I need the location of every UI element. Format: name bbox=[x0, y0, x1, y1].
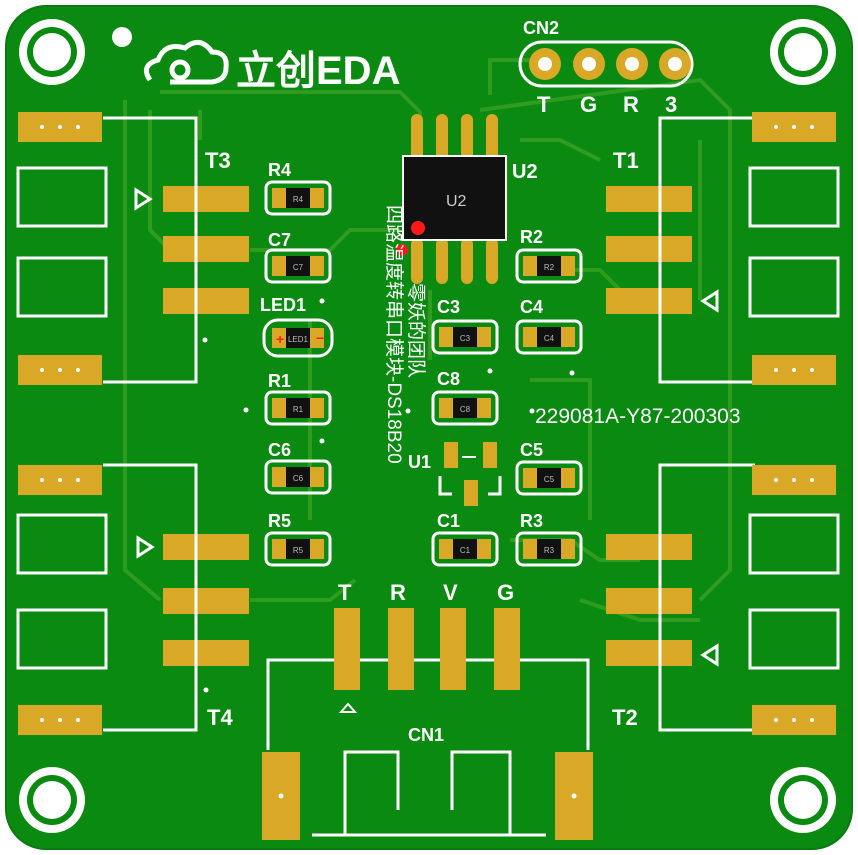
left-terminals bbox=[16, 116, 198, 732]
c6-body: C6 bbox=[293, 474, 304, 483]
c5-body: C5 bbox=[544, 475, 555, 484]
cn1-connector: T R V G CN1 bbox=[262, 580, 593, 840]
board-outline bbox=[5, 5, 853, 850]
r2-body: R2 bbox=[544, 263, 555, 272]
r5-label: R5 bbox=[268, 511, 291, 531]
r5-body: R5 bbox=[293, 546, 304, 555]
capacitor-c8: C8 C8 bbox=[431, 369, 499, 426]
r3-body: R3 bbox=[544, 546, 555, 555]
u1-chip: U1 bbox=[408, 442, 502, 506]
u1-label: U1 bbox=[408, 452, 431, 472]
resistor-r1: R1 R1 bbox=[264, 371, 332, 426]
t1-label: T1 bbox=[613, 148, 639, 173]
passives: R4 R4 C7 C7 LED1 LED1 + − R1 bbox=[260, 160, 583, 567]
c3-label: C3 bbox=[437, 297, 460, 317]
c1-body: C1 bbox=[460, 546, 471, 555]
cn2-pin-label: T bbox=[537, 92, 551, 117]
c7-body: C7 bbox=[293, 263, 304, 272]
cn1-pin-label: R bbox=[390, 580, 406, 605]
cn1-pin-label: V bbox=[443, 580, 458, 605]
t2-label: T2 bbox=[612, 705, 638, 730]
t3-label: T3 bbox=[205, 148, 231, 173]
r4-body: R4 bbox=[293, 195, 304, 204]
c8-label: C8 bbox=[437, 369, 460, 389]
cn1-pin-label: G bbox=[497, 580, 514, 605]
vias bbox=[243, 298, 575, 444]
mounting-holes bbox=[19, 19, 836, 833]
cn2-pin-label: 3 bbox=[665, 92, 677, 117]
led1-label: LED1 bbox=[260, 295, 306, 315]
capacitor-c1: C1 C1 bbox=[431, 511, 499, 567]
logo-text: 立创EDA bbox=[236, 49, 400, 93]
c4-body: C4 bbox=[544, 334, 555, 343]
transistor-t3: T3 bbox=[134, 148, 249, 343]
title-line1: 四路温度转串口模块-DS18B20 bbox=[383, 205, 405, 464]
capacitor-c7: C7 C7 bbox=[264, 230, 332, 284]
resistor-r5: R5 R5 bbox=[264, 511, 332, 567]
c1-label: C1 bbox=[437, 511, 460, 531]
r1-body: R1 bbox=[293, 405, 304, 414]
board-title: 四路温度转串口模块-DS18B20 零妖的团队 bbox=[383, 205, 427, 464]
chip-marking: U2 bbox=[446, 193, 467, 210]
cn1-pin-label: T bbox=[338, 580, 352, 605]
cn2-label: CN2 bbox=[523, 18, 559, 38]
r3-label: R3 bbox=[520, 511, 543, 531]
c3-body: C3 bbox=[460, 334, 471, 343]
c8-body: C8 bbox=[460, 405, 471, 414]
cn2-pins bbox=[529, 48, 691, 80]
transistor-t1: T1 bbox=[606, 148, 719, 314]
minus-marker: − bbox=[316, 330, 324, 346]
capacitor-c3: C3 C3 bbox=[431, 297, 499, 355]
r2-label: R2 bbox=[520, 227, 543, 247]
cloud-icon bbox=[143, 39, 229, 85]
title-line2: 零妖的团队 bbox=[405, 283, 427, 378]
r4-label: R4 bbox=[268, 160, 291, 180]
resistor-r2: R2 R2 bbox=[515, 227, 583, 284]
logo: 立创EDA bbox=[143, 39, 400, 93]
r1-label: R1 bbox=[268, 371, 291, 391]
transistor-t4: T4 bbox=[136, 534, 249, 730]
c6-label: C6 bbox=[268, 440, 291, 460]
cn2-pin-label: G bbox=[580, 92, 597, 117]
fiducial-dot bbox=[112, 27, 132, 47]
capacitor-c6: C6 C6 bbox=[264, 440, 332, 495]
u2-chip: U2 U2 bbox=[396, 114, 538, 284]
pin1-marker bbox=[411, 221, 425, 235]
transistor-t2: T2 bbox=[606, 534, 719, 730]
c7-label: C7 bbox=[268, 230, 291, 250]
c4-label: C4 bbox=[520, 297, 543, 317]
capacitor-c4: C4 C4 bbox=[515, 297, 583, 355]
led1-body: LED1 bbox=[288, 335, 309, 344]
cn2-header: CN2 T G R 3 bbox=[518, 18, 694, 117]
resistor-r4: R4 R4 bbox=[264, 160, 332, 216]
serial-number: 229081A-Y87-200303 bbox=[535, 405, 741, 428]
c5-label: C5 bbox=[520, 440, 543, 460]
resistor-r3: R3 R3 bbox=[515, 511, 583, 567]
left-pad-strips bbox=[18, 112, 102, 735]
t4-label: T4 bbox=[207, 705, 233, 730]
u2-label: U2 bbox=[512, 161, 538, 183]
plus-marker: + bbox=[276, 331, 284, 347]
capacitor-c5: C5 C5 bbox=[515, 440, 583, 496]
right-terminals bbox=[658, 116, 840, 732]
led-led1: LED1 LED1 + − bbox=[260, 295, 334, 358]
cn1-label: CN1 bbox=[408, 725, 444, 745]
cn2-pin-label: R bbox=[623, 92, 639, 117]
right-pad-strips bbox=[752, 112, 836, 735]
